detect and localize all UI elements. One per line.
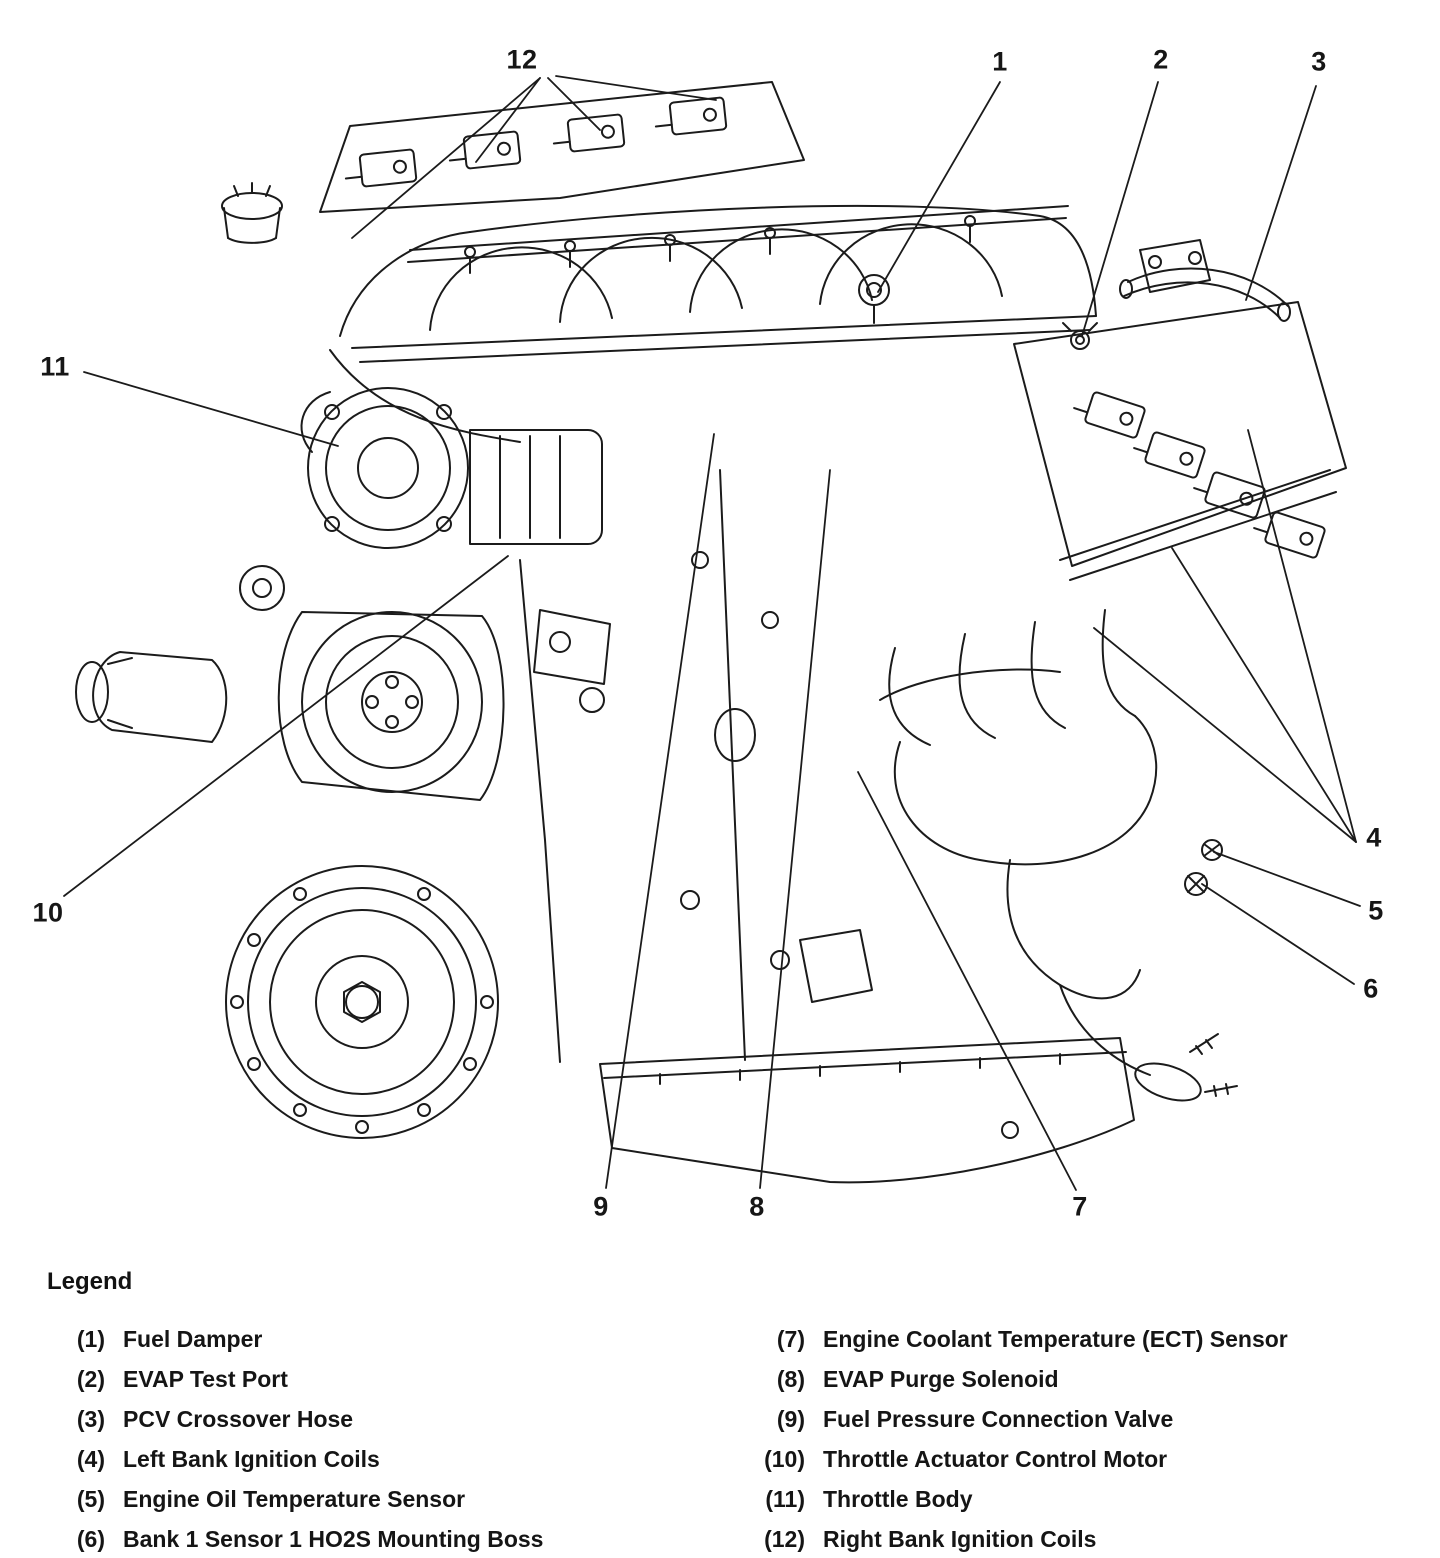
legend-item-1: (1) Fuel Damper <box>47 1326 747 1353</box>
legend-item-label: Right Bank Ignition Coils <box>823 1526 1097 1552</box>
legend-item-label: EVAP Purge Solenoid <box>823 1366 1059 1392</box>
legend-item-label: Left Bank Ignition Coils <box>123 1446 380 1472</box>
legend-item-number: (8) <box>776 1366 805 1392</box>
legend-item-label: Bank 1 Sensor 1 HO2S Mounting Boss <box>123 1526 544 1552</box>
callout-4: 4 <box>1363 824 1385 852</box>
engine-block <box>329 349 873 1063</box>
legend-item-label: Fuel Damper <box>123 1326 263 1352</box>
legend-item-number: (4) <box>76 1446 105 1472</box>
engine-diagram: 1 2 3 4 5 6 7 8 9 10 11 12 <box>29 46 1387 1221</box>
crankshaft-balancer <box>225 865 499 1139</box>
legend-item-4: (4) Left Bank Ignition Coils <box>47 1446 747 1473</box>
exhaust-manifold <box>879 609 1238 1102</box>
legend-item-number: (3) <box>76 1406 105 1432</box>
legend-item-number: (1) <box>76 1326 105 1352</box>
legend-item-label: Throttle Body <box>823 1486 973 1512</box>
callout-7: 7 <box>1069 1193 1091 1221</box>
legend: Legend (1) Fuel Damper (2) EVAP Test Por… <box>47 1268 1407 1558</box>
legend-item-label: EVAP Test Port <box>123 1366 288 1392</box>
oil-fill-cap <box>221 182 283 244</box>
legend-item-5: (5) Engine Oil Temperature Sensor <box>47 1486 747 1513</box>
fuel-rail <box>407 205 1069 274</box>
callout-9: 9 <box>590 1193 612 1221</box>
engine-line-art <box>63 75 1361 1191</box>
legend-item-6: (6) Bank 1 Sensor 1 HO2S Mounting Boss <box>47 1526 747 1553</box>
legend-item-label: Engine Oil Temperature Sensor <box>123 1486 466 1512</box>
fuel-damper <box>858 274 890 324</box>
legend-item-11: (11) Throttle Body <box>747 1486 1387 1513</box>
legend-column-left: (1) Fuel Damper (2) EVAP Test Port (3) P… <box>47 1326 747 1558</box>
legend-item-number: (11) <box>765 1486 805 1512</box>
callout-11: 11 <box>37 353 73 381</box>
legend-item-2: (2) EVAP Test Port <box>47 1366 747 1393</box>
legend-item-number: (5) <box>76 1486 105 1512</box>
throttle-body <box>300 387 469 549</box>
legend-item-label: Engine Coolant Temperature (ECT) Sensor <box>823 1326 1288 1352</box>
legend-item-10: (10) Throttle Actuator Control Motor <box>747 1446 1387 1473</box>
callout-10: 10 <box>29 899 67 927</box>
oil-pan <box>599 1037 1135 1184</box>
water-inlet <box>75 565 285 743</box>
legend-item-number: (12) <box>764 1526 805 1552</box>
legend-item-9: (9) Fuel Pressure Connection Valve <box>747 1406 1387 1433</box>
legend-item-12: (12) Right Bank Ignition Coils <box>747 1526 1387 1553</box>
intake-manifold <box>339 204 1097 363</box>
callout-6: 6 <box>1360 975 1382 1003</box>
legend-item-number: (9) <box>776 1406 805 1432</box>
legend-item-3: (3) PCV Crossover Hose <box>47 1406 747 1433</box>
callout-2: 2 <box>1150 46 1172 74</box>
callout-5: 5 <box>1365 897 1387 925</box>
legend-title: Legend <box>47 1268 133 1295</box>
throttle-actuator-control-motor <box>469 429 603 545</box>
left-bank-valve-cover <box>1013 301 1347 581</box>
legend-item-8: (8) EVAP Purge Solenoid <box>747 1366 1387 1393</box>
legend-item-number: (7) <box>776 1326 805 1352</box>
legend-item-number: (2) <box>76 1366 105 1392</box>
legend-column-right: (7) Engine Coolant Temperature (ECT) Sen… <box>747 1326 1387 1558</box>
pcv-crossover-hose <box>1119 267 1291 322</box>
legend-item-label: Throttle Actuator Control Motor <box>823 1446 1168 1472</box>
leader-lines <box>63 75 1361 1191</box>
oil-temperature-sensor <box>1201 839 1223 861</box>
evap-test-port <box>1062 322 1098 350</box>
legend-item-number: (10) <box>764 1446 805 1472</box>
callout-8: 8 <box>746 1193 768 1221</box>
callout-1: 1 <box>989 48 1011 76</box>
upper-bracket <box>1139 239 1211 293</box>
legend-item-number: (6) <box>76 1526 105 1552</box>
legend-item-7: (7) Engine Coolant Temperature (ECT) Sen… <box>747 1326 1387 1353</box>
legend-item-label: Fuel Pressure Connection Valve <box>823 1406 1174 1432</box>
water-pump-pulley <box>277 611 505 801</box>
legend-item-label: PCV Crossover Hose <box>123 1406 354 1432</box>
right-bank-valve-cover <box>319 81 805 213</box>
callout-3: 3 <box>1308 48 1330 76</box>
callout-12: 12 <box>503 46 541 74</box>
